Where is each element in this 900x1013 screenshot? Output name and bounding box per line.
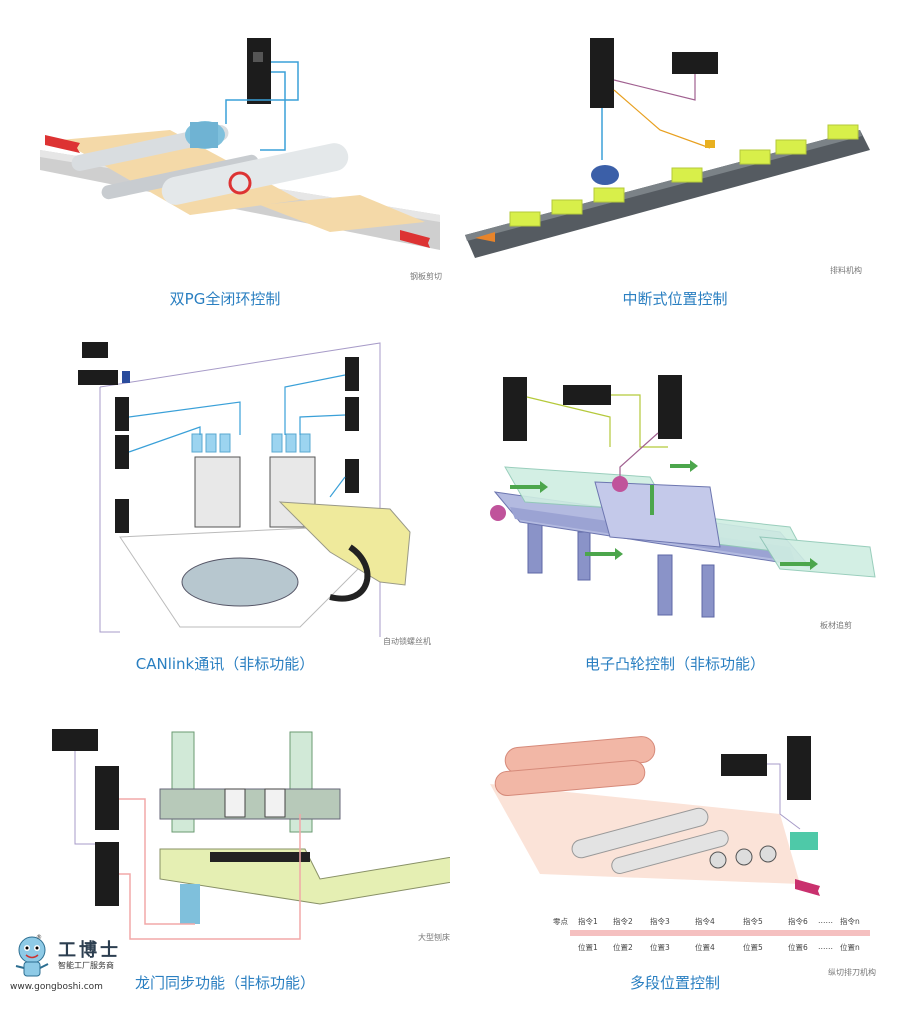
panel-caption: 电子凸轮控制（非标功能） [584,655,765,673]
panel-multi-segment: 零点 指令1 指令2 指令3 指令4 指令5 指令6 …… 指令n 位置1 位置… [450,674,900,1011]
servo-drive [115,499,129,533]
panel-caption: 多段位置控制 [629,974,720,992]
timeline-position: 位置n [840,943,860,952]
servo-drive [345,459,359,493]
servo-drive [590,38,614,108]
servo-drive [247,38,271,104]
servo-drive [345,397,359,431]
plc-unit [563,385,611,405]
tag-label: 板材追剪 [820,621,852,630]
timeline-position: 位置2 [613,943,633,952]
timeline-command: 指令4 [695,917,715,926]
plc-unit [672,52,718,74]
servo-drive [345,357,359,391]
plc-unit [78,370,118,385]
servo-drive [503,377,527,441]
servo-drive [95,766,119,830]
timeline-command: …… [818,916,833,925]
servo-drive [787,736,811,800]
position-timeline [570,930,870,936]
large-planer-illustration [52,729,450,940]
panel-caption: CANlink通讯（非标功能） [135,655,315,673]
timeline-position: …… [818,942,833,951]
servo-drive [115,435,129,469]
panel-canlink: 自动锁螺丝机 CANlink通讯（非标功能） [0,337,450,674]
timeline-position: 位置1 [578,943,598,952]
plc-unit [721,754,767,776]
servo-drive [658,375,682,439]
timeline-position: 位置5 [743,943,763,952]
tag-label: 大型刨床 [418,933,450,942]
timeline-command: 指令3 [650,917,670,926]
servo-drive [115,397,129,431]
panel-interrupt-position: 排料机构 中断式位置控制 [450,0,900,337]
servo-drive [95,842,119,906]
registered-mark: ® [36,934,42,941]
timeline-command: 指令5 [743,917,763,926]
timeline-command: 指令2 [613,917,633,926]
timeline-position: 位置4 [695,943,715,952]
timeline-command: 指令6 [788,917,808,926]
plc-unit [52,729,98,751]
logo-title: 工博士 [58,940,121,961]
screw-locking-illustration [78,342,411,637]
mascot-icon [15,936,49,977]
hmi-screen [82,342,108,358]
timeline-command: 指令1 [578,917,598,926]
tag-label: 纵切排刀机构 [828,968,876,977]
logo-subtitle: 智能工厂服务商 [58,961,114,970]
timeline-position: 位置6 [788,943,808,952]
slitting-knife-illustration [490,736,870,936]
material-arrangement-illustration [465,38,870,258]
tag-label: 自动锁螺丝机 [383,637,431,646]
timeline-position: 位置3 [650,943,670,952]
tag-label: 排料机构 [830,266,862,275]
tag-label: 钢板剪切 [410,272,442,281]
panel-gantry-sync: 大型刨床 龙门同步功能（非标功能） [0,674,450,1011]
panel-caption: 龙门同步功能（非标功能） [134,974,315,992]
panel-dual-pg: 钢板剪切 双PG全闭环控制 [0,0,450,337]
gongboshi-logo: ® 工博士 智能工厂服务商 www.gongboshi.com [10,932,170,1002]
panel-electronic-cam: 板材追剪 电子凸轮控制（非标功能） [450,337,900,674]
steel-shear-illustration [40,38,440,250]
panel-caption: 中断式位置控制 [622,290,728,308]
timeline-command: 零点 [553,917,568,926]
logo-url[interactable]: www.gongboshi.com [10,982,103,992]
board-flying-shear-illustration [490,375,876,618]
panel-caption: 双PG全闭环控制 [169,290,281,308]
timeline-command: 指令n [840,917,860,926]
